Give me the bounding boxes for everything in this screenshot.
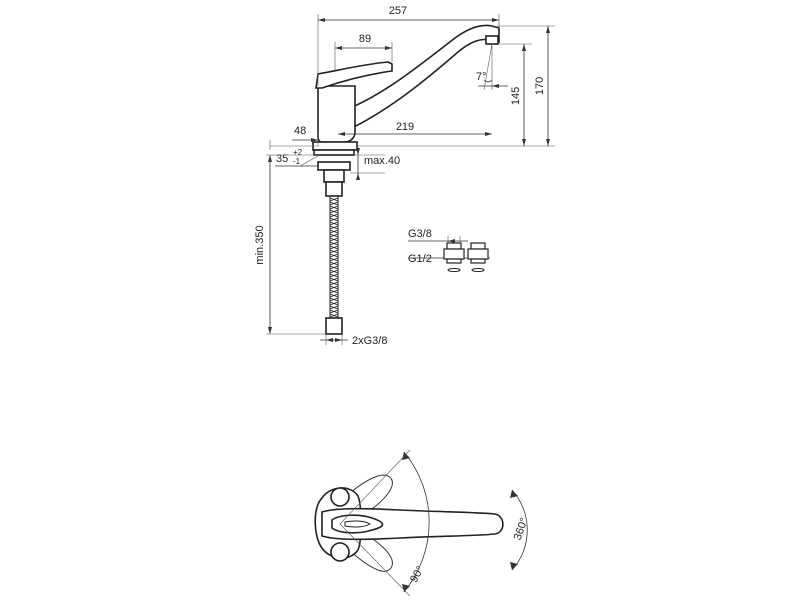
mounting-nut bbox=[317, 161, 351, 171]
dim-spout-angle: 7° bbox=[476, 71, 487, 83]
dim-deck-thickness: max.40 bbox=[364, 155, 400, 167]
dim-lever-length: 89 bbox=[359, 33, 371, 45]
dim-spout-reach: 219 bbox=[396, 121, 414, 133]
dim-hose-thread: 2xG3/8 bbox=[352, 335, 387, 347]
faucet-base bbox=[312, 141, 358, 151]
dim-hose-length: min.350 bbox=[254, 225, 266, 264]
dim-height-outlet: 145 bbox=[510, 87, 522, 105]
mounting-stud bbox=[323, 169, 345, 183]
label-lever-angle: 90° bbox=[408, 564, 427, 584]
label-spout-rotation: 360° bbox=[512, 516, 531, 541]
spout-arc bbox=[511, 489, 528, 571]
dimension-lines: 257 89 170 145 7° 219 bbox=[254, 5, 555, 347]
dim-height-total: 170 bbox=[534, 77, 546, 95]
mounting-flange bbox=[313, 149, 355, 156]
adapter-fittings: G3/8 G1/2 bbox=[408, 228, 490, 272]
spout bbox=[338, 24, 500, 130]
flexible-hose bbox=[329, 196, 339, 318]
dim-mount-tol-lower: -1 bbox=[293, 157, 301, 166]
faucet-top-view bbox=[314, 474, 504, 572]
fitting-right bbox=[467, 242, 489, 272]
hose-end-fitting bbox=[325, 317, 343, 335]
label-small-thread: G3/8 bbox=[408, 228, 432, 240]
lever-arc bbox=[403, 451, 430, 593]
aerator bbox=[485, 35, 499, 45]
lever-handle bbox=[315, 61, 393, 89]
dim-mount-hole: 35 bbox=[276, 153, 288, 165]
faucet-side-view bbox=[312, 24, 500, 335]
dim-total-length: 257 bbox=[389, 5, 407, 17]
fitting-left bbox=[443, 242, 465, 272]
label-large-thread: G1/2 bbox=[408, 253, 432, 265]
dim-base-offset: 48 bbox=[294, 125, 306, 137]
hose-connector bbox=[325, 181, 343, 197]
dim-mount-tol-upper: +2 bbox=[293, 148, 303, 157]
